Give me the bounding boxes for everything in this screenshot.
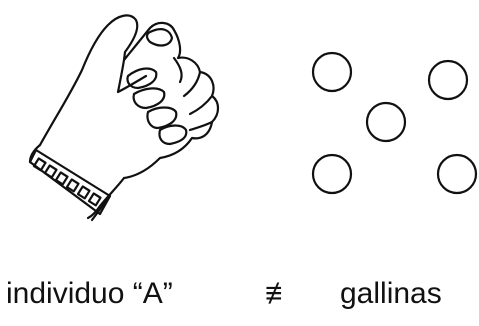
circles-group-icon: [311, 51, 478, 195]
circle-top-right: [427, 59, 469, 101]
circle-bottom-right: [436, 153, 478, 195]
circle-top-left: [311, 51, 353, 93]
right-label: gallinas: [340, 277, 442, 310]
circle-center: [365, 101, 407, 143]
left-label: individuo “A”: [6, 277, 173, 310]
circle-bottom-left: [311, 153, 353, 195]
clenched-fist-hand-icon: [28, 14, 220, 222]
relation-symbol: ≢: [265, 277, 295, 310]
